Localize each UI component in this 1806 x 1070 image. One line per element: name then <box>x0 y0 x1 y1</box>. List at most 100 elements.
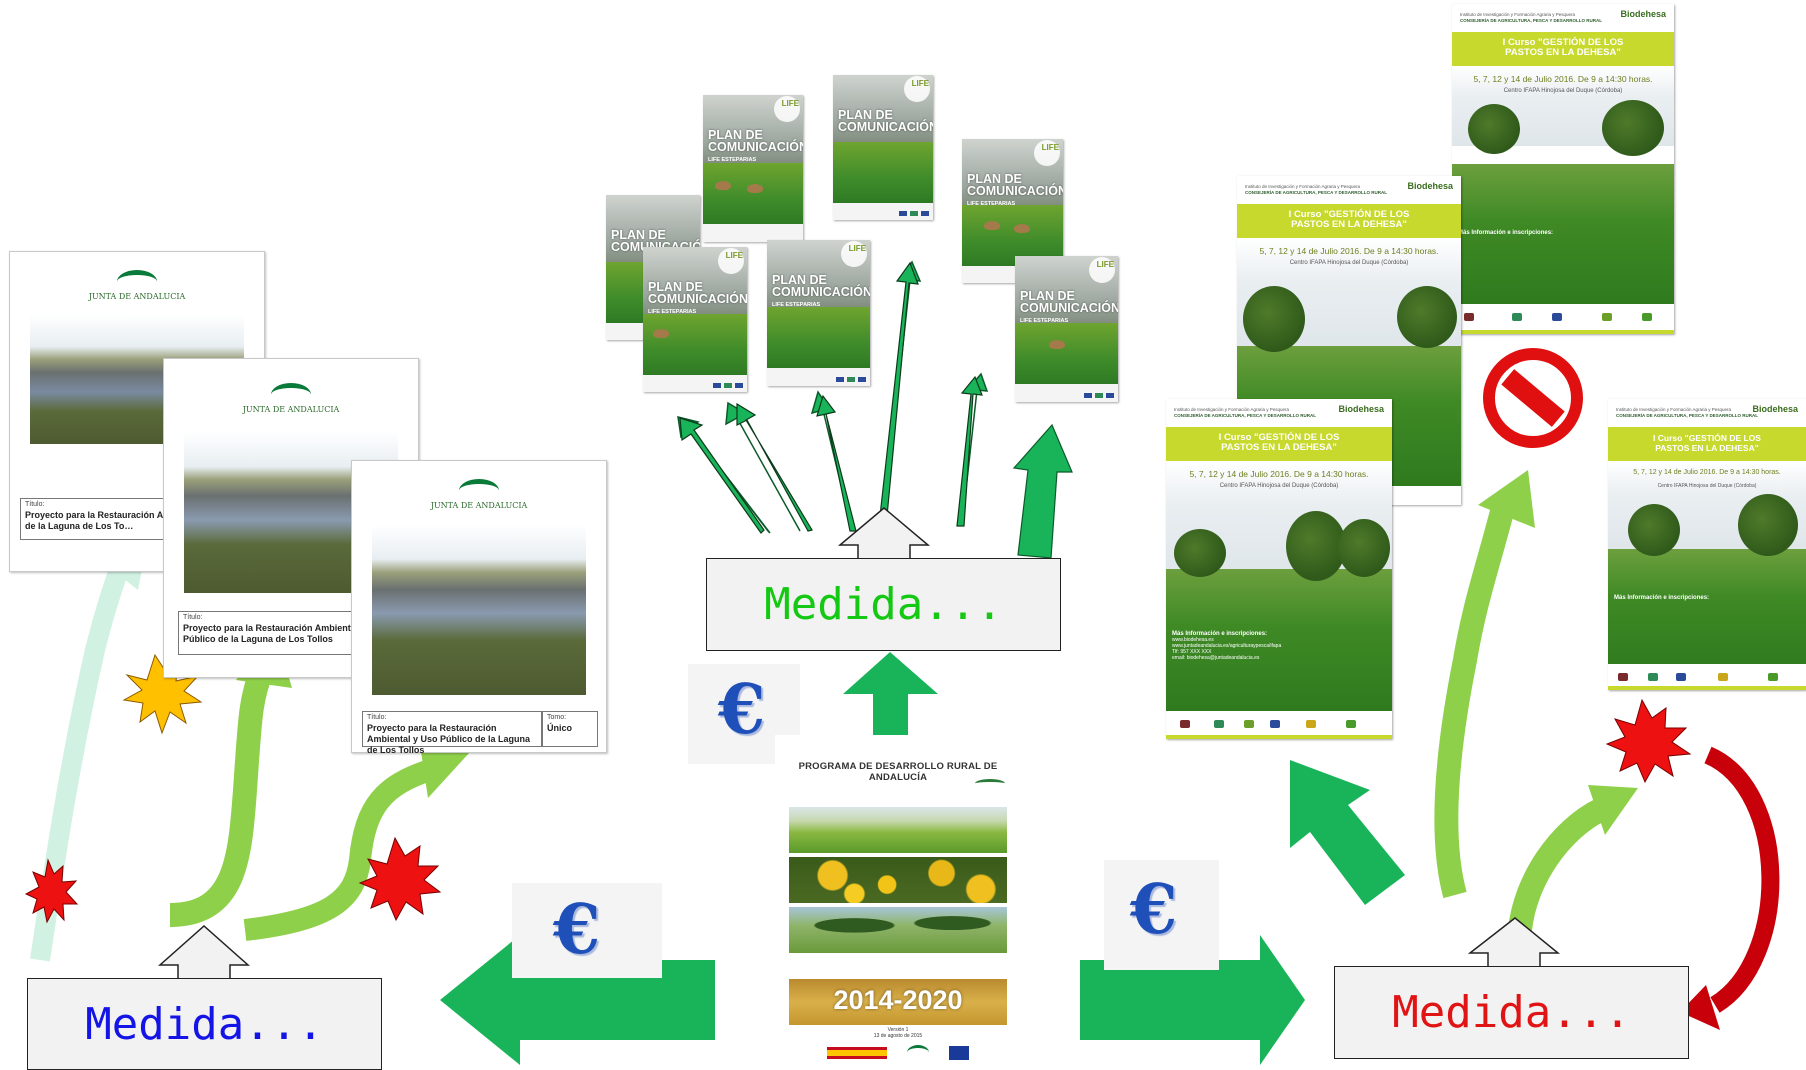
brochure-title: PLAN DE COMUNICACIÓN <box>648 280 747 306</box>
brochure-field <box>1015 323 1118 385</box>
poster-place: Centro IFAPA Hinojosa del Duque (Córdoba… <box>1503 88 1623 94</box>
poster-header <box>1608 399 1806 429</box>
bustard-icon <box>715 181 731 190</box>
doc-title-box: Título: Proyecto para la Restauración Am… <box>362 711 542 755</box>
pdr-years: 2014-2020 <box>833 985 963 1015</box>
pdr-version-line2: 13 de agosto de 2015 <box>873 1033 923 1039</box>
brochure-footer <box>703 224 803 242</box>
poster-dates: 5, 7, 12 y 14 de Julio 2016. De 9 a 14:3… <box>1259 246 1439 256</box>
poster-logo-strip <box>1166 711 1392 739</box>
eu-feader-logo-icon <box>975 779 1005 793</box>
plan-brochure: LIFE PLAN DE COMUNICACIÓN LIFE ESTEPARIA… <box>703 95 803 242</box>
brochure-subtitle: LIFE ESTEPARIAS <box>967 201 1016 207</box>
pdr-title: PROGRAMA DE DESARROLLO RURAL DE ANDALUCÍ… <box>798 761 998 783</box>
poster-band <box>1608 427 1806 461</box>
red-arrowhead <box>1680 985 1720 1030</box>
prohibited-icon <box>1483 348 1583 448</box>
brochure-title: PLAN DE COMUNICACIÓN <box>708 128 803 154</box>
brochure-logos <box>713 383 743 388</box>
outlined-arrow-3 <box>816 394 857 532</box>
pdr-image-wheat <box>789 979 1007 1025</box>
oak-tree <box>1338 519 1390 577</box>
doc-tomo-label: Tomo: <box>547 714 567 721</box>
medida-label-center: Medida... <box>764 579 1003 630</box>
doc-title-text: Proyecto para la Restauración Ambiental … <box>183 622 386 644</box>
life-logo-icon <box>904 76 930 102</box>
biodehesa-logo: Biodehesa <box>1407 181 1453 191</box>
poster-institute: Instituto de Investigación y Formación A… <box>1174 407 1317 418</box>
oak-tree <box>1397 286 1457 348</box>
doc-photo-lagoon <box>372 525 586 695</box>
brochure-subtitle: LIFE ESTEPARIAS <box>708 157 757 163</box>
light-green-arrowhead-prohibited <box>1478 470 1535 528</box>
doc-title-label: Título: <box>183 614 203 621</box>
biodehesa-logo: Biodehesa <box>1620 9 1666 19</box>
brochure-subtitle: LIFE ESTEPARIAS <box>648 309 697 315</box>
doc-tomo-box: Tomo: Único <box>542 711 598 747</box>
course-poster: Instituto de Investigación y Formación A… <box>1452 4 1674 334</box>
life-logo-icon <box>1034 140 1060 166</box>
brochure-footer <box>767 368 870 386</box>
oak-tree <box>1468 104 1520 154</box>
light-green-curved-arrow-right <box>243 759 434 941</box>
eu-flag-icon <box>949 1045 969 1060</box>
medida-label-right: Medida... <box>1392 987 1631 1038</box>
poster-institute: Instituto de Investigación y Formación A… <box>1616 407 1759 418</box>
brochure-logos <box>1084 393 1114 398</box>
explosion-burst-icon <box>24 858 79 924</box>
explosion-burst-icon <box>122 653 203 735</box>
course-poster: Instituto de Investigación y Formación A… <box>1166 399 1392 739</box>
medida-box-right: Medida... <box>1334 966 1689 1059</box>
oak-tree <box>1738 494 1798 556</box>
poster-band <box>1166 427 1392 461</box>
poster-institute: Instituto de Investigación y Formación A… <box>1460 12 1603 23</box>
pdr-cover: PROGRAMA DE DESARROLLO RURAL DE ANDALUCÍ… <box>775 735 1021 1068</box>
doc-tomo-value: Único <box>547 722 573 733</box>
doc-title-text: Proyecto para la Restauración Ambi… Uso … <box>25 509 243 531</box>
euro-icon: € <box>553 890 601 970</box>
poster-place: Centro IFAPA Hinojosa del Duque (Córdoba… <box>1289 260 1409 266</box>
box-pointer-right <box>1467 917 1561 969</box>
poster-grass <box>1452 164 1674 306</box>
poster-dates: 5, 7, 12 y 14 de Julio 2016. De 9 a 14:3… <box>1189 469 1369 479</box>
bustard-icon <box>1049 340 1065 349</box>
poster-logo-strip <box>1452 304 1674 334</box>
brochure-title: PLAN DE COMUNICACIÓN <box>967 172 1063 198</box>
brochure-footer <box>643 374 747 392</box>
biodehesa-logo: Biodehesa <box>1338 404 1384 414</box>
outlined-arrow-4 <box>879 261 919 517</box>
thick-green-arrow <box>1012 423 1073 559</box>
oak-tree <box>1628 504 1680 556</box>
bustard-icon <box>653 329 669 338</box>
poster-dates: 5, 7, 12 y 14 de Julio 2016. De 9 a 14:3… <box>1633 469 1781 476</box>
red-curved-return-arrow <box>1703 746 1780 1013</box>
doc-org-name: JUNTA DE ANDALUCIA <box>430 501 528 510</box>
bustard-icon <box>1014 224 1030 233</box>
oak-tree <box>1602 100 1664 156</box>
box-pointer-center <box>837 507 931 561</box>
outlined-arrow-1 <box>679 417 765 534</box>
poster-grass <box>1166 569 1392 711</box>
poster-header <box>1237 176 1461 206</box>
course-poster: Instituto de Investigación y Formación A… <box>1608 399 1806 690</box>
brochure-life-logo: LIFE <box>911 79 929 88</box>
explosion-burst-icon <box>358 836 442 922</box>
pdr-version-line1: Versión 1 <box>887 1027 909 1033</box>
pdr-image-meadow <box>789 807 1007 853</box>
brochure-life-logo: LIFE <box>1041 143 1059 152</box>
pdr-version: Versión 1 13 de agosto de 2015 <box>775 1027 1021 1039</box>
oak-tree <box>1174 529 1226 577</box>
doc-title-text: Proyecto para la Restauración Ambiental … <box>367 722 531 756</box>
pdr-footer-logos <box>775 1045 1021 1060</box>
brochure-life-logo: LIFE <box>725 251 743 260</box>
poster-info: Más Información e inscripciones: www.bio… <box>1172 631 1282 661</box>
plan-brochure: LIFE PLAN DE COMUNICACIÓN LIFE ESTEPARIA… <box>1015 256 1118 402</box>
euro-backdrop-left <box>512 883 662 978</box>
brochure-footer <box>833 202 933 220</box>
project-doc-3: JUNTA DE ANDALUCIA Título: Proyecto para… <box>351 460 607 755</box>
doc-org-name: JUNTA DE ANDALUCIA <box>242 405 340 414</box>
spain-flag-icon <box>827 1046 887 1059</box>
brochure-title: PLAN DE COMUNICACIÓN <box>1020 289 1118 315</box>
